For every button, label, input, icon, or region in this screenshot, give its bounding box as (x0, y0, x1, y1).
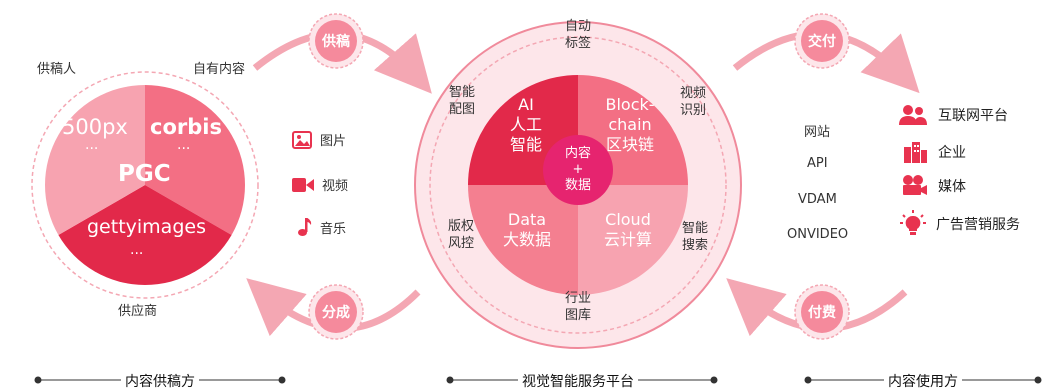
ring-label-copyright-risk-1: 版权 (447, 219, 475, 234)
caption-content-supplier: 内容供稿方 (121, 371, 199, 391)
platform-inner-dashed-ring (429, 36, 727, 334)
pay-bubble (794, 284, 850, 340)
ring-label-smart-illustration: 智能 配图 (449, 84, 475, 118)
ring-label-industry-gallery-1: 行业 (564, 291, 592, 306)
contributor-label: 供稿人 (37, 62, 77, 77)
quadrant-blockchain-3: 区块链 (605, 135, 655, 154)
brand-gettyimages-ellipsis: ... (130, 242, 144, 258)
ring-label-copyright-risk-2: 风控 (447, 236, 475, 251)
pgc-dashed-ring (31, 71, 259, 299)
ring-label-video-recognition-2: 识别 (679, 103, 707, 118)
quadrant-cloud: Cloud 云计算 (604, 210, 652, 250)
music-note-icon (298, 218, 312, 236)
user-label-ad-marketing: 广告营销服务 (936, 217, 1020, 233)
pgc-pie (45, 85, 245, 285)
media-label-picture: 图片 (320, 134, 347, 149)
brand-corbis-ellipsis: ... (177, 137, 191, 153)
supplier-label: 供应商 (118, 304, 158, 319)
media-label-video: 视频 (322, 179, 349, 194)
share-bubble (308, 284, 364, 340)
ring-label-video-recognition: 视频 识别 (680, 85, 706, 119)
video-camera-icon (292, 177, 314, 192)
channel-onvideo: ONVIDEO (787, 227, 849, 242)
hub-label: 内容 + 数据 (565, 146, 591, 194)
user-label-enterprise: 企业 (938, 145, 966, 161)
channel-api: API (807, 156, 828, 171)
quadrant-ai-2: 人工 (509, 115, 543, 134)
ring-label-smart-search: 智能 搜索 (682, 220, 708, 254)
ring-label-video-recognition-1: 视频 (679, 86, 707, 101)
quadrant-blockchain-2: chain (608, 115, 652, 134)
ring-label-industry-gallery-2: 图库 (564, 308, 592, 323)
quadrant-ai-1: AI (518, 95, 534, 114)
user-enterprise: 企业 (902, 141, 966, 163)
quadrant-data: Data 大数据 (503, 210, 551, 250)
deliver-bubble (794, 13, 850, 69)
ring-label-auto-tag: 自动 标签 (565, 18, 591, 52)
quadrant-data-2: 大数据 (502, 230, 552, 249)
media-item-picture: 图片 (292, 130, 346, 149)
media-item-music: 音乐 (296, 217, 346, 237)
hub-line-2: + (572, 162, 584, 177)
media-label-music: 音乐 (320, 221, 347, 237)
channel-website: 网站 (804, 125, 831, 140)
ring-label-smart-search-1: 智能 (681, 221, 709, 236)
channel-vdam: VDAM (798, 192, 837, 207)
ring-label-industry-gallery: 行业 图库 (565, 290, 591, 324)
ring-label-auto-tag-1: 自动 (564, 19, 592, 34)
share-bubble-label: 分成 (322, 305, 350, 321)
lightbulb-icon (900, 210, 926, 235)
user-ad-marketing: 广告营销服务 (900, 210, 1020, 238)
pay-bubble-label: 付费 (808, 305, 836, 321)
ring-label-smart-illustration-1: 智能 (448, 85, 476, 100)
brand-corbis: corbis (150, 115, 222, 139)
hub-line-1: 内容 (564, 146, 592, 161)
quadrant-blockchain-1: Block- (605, 95, 655, 114)
supply-bubble (308, 13, 364, 69)
caption-platform: 视觉智能服务平台 (518, 371, 638, 391)
ring-label-auto-tag-2: 标签 (564, 36, 592, 51)
deliver-bubble-label: 交付 (808, 34, 836, 50)
brand-500px-ellipsis: ... (85, 137, 99, 153)
caption-content-user: 内容使用方 (884, 371, 962, 391)
media-item-video: 视频 (292, 175, 348, 194)
hub-line-3: 数据 (564, 178, 592, 193)
own-content-label: 自有内容 (193, 62, 246, 77)
ring-label-copyright-risk: 版权 风控 (448, 218, 474, 252)
quadrant-ai-3: 智能 (509, 135, 543, 154)
ring-label-smart-search-2: 搜索 (681, 238, 709, 253)
brand-gettyimages: gettyimages (87, 216, 206, 238)
quadrant-cloud-2: 云计算 (603, 230, 653, 249)
quadrant-cloud-1: Cloud (605, 210, 651, 229)
user-internet-platform: 互联网平台 (898, 104, 1008, 126)
people-icon (899, 105, 927, 125)
user-label-media: 媒体 (938, 179, 966, 195)
supply-bubble-label: 供稿 (322, 34, 350, 50)
picture-icon (292, 130, 312, 149)
quadrant-ai: AI 人工 智能 (510, 95, 542, 155)
user-label-internet-platform: 互联网平台 (938, 108, 1008, 124)
user-media: 媒体 (900, 174, 966, 198)
quadrant-data-1: Data (507, 210, 547, 229)
pgc-center-label: PGC (118, 161, 171, 187)
quadrant-blockchain: Block- chain 区块链 (605, 95, 654, 155)
platform-hub (543, 135, 613, 205)
film-camera-icon (903, 175, 927, 195)
building-icon (904, 142, 927, 163)
brand-500px: 500px (62, 115, 128, 139)
ring-label-smart-illustration-2: 配图 (448, 102, 476, 117)
